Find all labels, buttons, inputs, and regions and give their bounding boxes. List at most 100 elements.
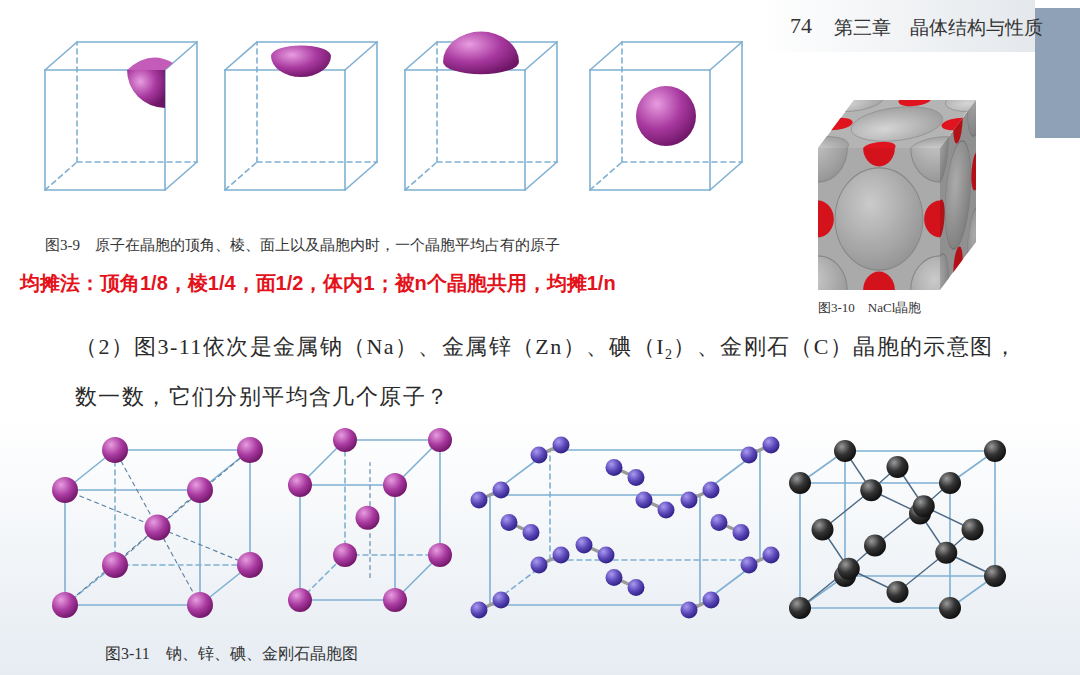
atom-sphere (636, 86, 696, 146)
nacl-face-clip (818, 148, 940, 290)
cell-edge (525, 42, 557, 70)
figure-caption: 图3-9 原子在晶胞的顶角、棱、面上以及晶胞内时，一个晶胞平均占有的原子 (45, 236, 560, 255)
atom-sphere (553, 547, 570, 564)
cell-edge (710, 42, 742, 70)
atom-sphere (493, 482, 510, 499)
cell-edge (622, 161, 742, 163)
atom-sphere (703, 482, 720, 499)
atom-sphere (471, 492, 488, 509)
atom-sphere (763, 547, 780, 564)
cell-edge (404, 70, 406, 190)
cell-edge (199, 490, 201, 605)
cell-edge (710, 162, 742, 190)
cell-edge (45, 189, 165, 191)
cell-edge (844, 451, 846, 576)
atom-sphere (383, 473, 407, 497)
atom-sphere (962, 519, 984, 541)
nacl-face-ground (940, 100, 976, 290)
cell-edge (741, 42, 743, 162)
figure-caption: 图3-10 NaCl晶胞 (818, 299, 921, 317)
nacl-face (780, 88, 1014, 159)
cell-edge (525, 162, 557, 190)
cell-edge (394, 485, 396, 600)
atom-sphere (711, 514, 728, 531)
atom-sphere (383, 588, 407, 612)
atom-sphere (531, 557, 548, 574)
body-diagonal (115, 490, 200, 565)
cell-edge (256, 42, 258, 162)
cell-edge (405, 189, 525, 191)
cell-edge (225, 189, 345, 191)
atom-sphere (939, 472, 961, 494)
nacl-face-ground (818, 148, 940, 290)
cell-edge (489, 495, 491, 605)
cell-edge (345, 554, 440, 556)
atom-sphere (145, 515, 171, 541)
cell-edge (224, 70, 226, 190)
cell-edge (799, 483, 801, 608)
figure-caption: 图3-11 钠、锌、碘、金刚石晶胞图 (105, 644, 358, 665)
atom-sphere (102, 437, 128, 463)
atom-sphere (471, 602, 488, 619)
cell-edge (709, 70, 711, 190)
cl-ion (840, 107, 954, 142)
cell-edge (44, 70, 46, 190)
cell-edge (257, 161, 377, 163)
cell-edge (65, 604, 200, 606)
atom-sphere (681, 602, 698, 619)
atom-sphere (501, 514, 518, 531)
atom-sphere (834, 440, 856, 462)
cell-edge (549, 450, 551, 560)
cell-edge (115, 449, 250, 451)
na-ion (894, 100, 935, 106)
atom-sphere (984, 565, 1006, 587)
atom-sphere (493, 592, 510, 609)
atom-sphere (102, 552, 128, 578)
cell-edge (759, 450, 761, 560)
cell-edge (196, 42, 198, 162)
cell-edge (590, 69, 710, 71)
atom-sphere (935, 542, 957, 564)
atom-sphere (187, 592, 213, 618)
figure-ground (0, 420, 1080, 675)
atom-sphere (733, 524, 750, 541)
cell-edge (114, 450, 116, 565)
atom-sphere (576, 537, 593, 554)
cell-edge (439, 440, 441, 555)
face-half (443, 32, 519, 75)
atom-sphere (531, 447, 548, 464)
cell-edge (249, 450, 251, 565)
body-diagonal (65, 490, 250, 565)
atom-sphere (356, 506, 380, 530)
atom-sphere (789, 472, 811, 494)
atom-sphere (913, 495, 935, 517)
cell-edge (300, 484, 395, 486)
atom-sphere (428, 543, 452, 567)
cell-edge (490, 494, 700, 496)
cell-edge (490, 604, 700, 606)
cell-edge (405, 162, 437, 190)
cell-edge (589, 70, 591, 190)
question-paragraph: （2）图3-11依次是金属钠（Na）、金属锌（Zn）、碘（I2）、金刚石（C）晶… (75, 326, 1040, 418)
cell-edge (225, 42, 257, 70)
cell-edge (344, 70, 346, 190)
body-diagonal (115, 450, 200, 605)
cell-edge (550, 559, 760, 561)
cell-edge (590, 189, 710, 191)
atom-sphere (636, 492, 653, 509)
cell-edge (345, 162, 377, 190)
atom-sphere (864, 535, 886, 557)
cell-edge (376, 42, 378, 162)
edge-quarter (271, 46, 331, 78)
cell-edge (524, 70, 526, 190)
atom-sphere (52, 592, 78, 618)
cell-edge (994, 451, 996, 576)
corner-octant-cap (127, 57, 173, 70)
atom-sphere (553, 437, 570, 454)
cell-edge (405, 42, 437, 70)
atom-sphere (628, 579, 645, 596)
atom-sphere (887, 456, 909, 478)
atom-sphere (741, 447, 758, 464)
cell-edge (345, 439, 440, 441)
corner-octant (127, 70, 165, 108)
